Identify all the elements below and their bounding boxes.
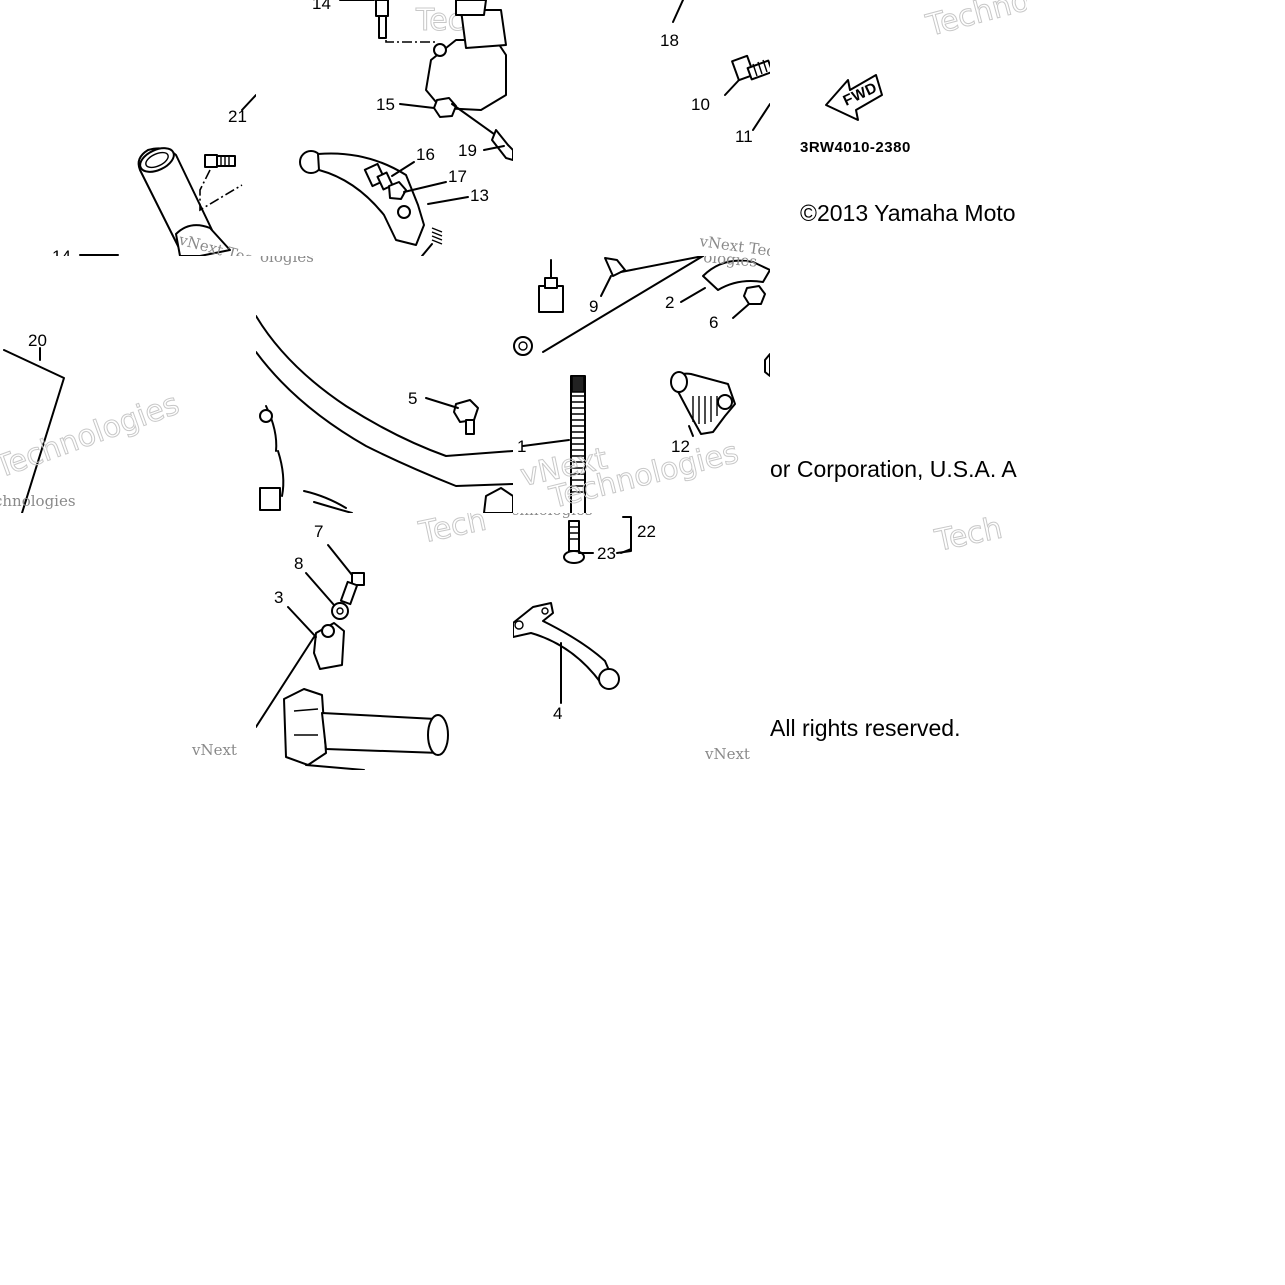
clamp-fragment-icon (483, 487, 513, 513)
throttle-holder-12-icon (670, 371, 736, 435)
watermark-fragment: ologies (703, 256, 758, 271)
watermark: Technologies (0, 387, 184, 486)
callout-7: 7 (314, 522, 323, 541)
washer-8-icon (331, 602, 349, 620)
callout-4: 4 (553, 704, 562, 723)
clutch-lever-13-icon (299, 150, 425, 246)
callout-20: 20 (28, 331, 47, 350)
holder-3-icon (313, 622, 345, 670)
callout-21: 21 (228, 107, 247, 126)
watermark: Techno (922, 0, 1027, 44)
tile-lower-left: vNext (0, 513, 256, 770)
callout-13: 13 (470, 186, 489, 205)
callout-9: 9 (589, 297, 598, 316)
callout-11: 11 (735, 127, 753, 146)
bolt-7-icon (339, 572, 365, 606)
callout-15: 15 (376, 95, 395, 114)
callout-18: 18 (660, 31, 679, 50)
wire-harness-icon (259, 405, 353, 513)
callout-16: 16 (416, 145, 435, 164)
wire-9-icon (604, 256, 704, 277)
watermark: Tech (415, 513, 489, 551)
switch-housing-icon (425, 0, 507, 111)
callout-23: 23 (597, 544, 616, 563)
watermark-brand: vNext Tec (697, 232, 770, 256)
nut-15-icon (433, 97, 457, 118)
tile-cable-tie: vNext Technologies ologies 9 2 6 1 12 (513, 256, 770, 513)
callout-14b: 14 (52, 247, 71, 256)
cable-adjuster-19-icon (451, 103, 513, 161)
callout-1: 1 (517, 437, 526, 456)
callout-17: 17 (448, 167, 467, 186)
callout-10: 10 (691, 95, 710, 114)
callout-22: 22 (637, 522, 656, 541)
tile-copyright-3: Tech All rights reserved. (770, 513, 1027, 770)
tile-clutch-lever: Tech (256, 0, 513, 256)
tile-handlebar: ologies 5 (256, 256, 513, 513)
tile-left-grip: vNext Tec 21 14 (0, 0, 256, 256)
bolt-23-icon (563, 520, 585, 564)
watermark-fragment: chnologies (513, 513, 593, 519)
tile-right-grip: Tech (256, 513, 513, 770)
handlebar-icon (256, 315, 513, 487)
clamp-2-icon (702, 259, 770, 305)
watermark: Tech (931, 513, 1005, 559)
tile-part-20: 20 Technologies chnologies (0, 256, 256, 513)
copyright-line-3: All rights reserved. (770, 715, 961, 741)
tile-right-top: vNext Tec 18 10 11 (513, 0, 770, 256)
left-grip-icon (137, 147, 231, 256)
callout-6: 6 (709, 313, 718, 332)
adjuster-spring-icon (431, 227, 443, 245)
callout-12: 12 (671, 437, 690, 456)
cable-tie-1-icon (570, 375, 586, 513)
tile-copyright-2: or Corporation, U.S.A. A (770, 256, 1027, 513)
callout-8: 8 (294, 554, 303, 573)
watermark-brand: vNext (704, 745, 750, 763)
watermark-fragment: chnologies (0, 492, 76, 510)
copyright-line-1: ©2013 Yamaha Moto (800, 200, 1016, 226)
tile-brake-lever: chnologies vNext 22 23 4 (513, 513, 770, 770)
nut-17-icon (388, 181, 407, 200)
callout-5: 5 (408, 389, 417, 408)
part-code: 3RW4010-2380 (800, 139, 911, 156)
connector-icon (538, 259, 564, 313)
bolt-14-icon (375, 0, 389, 39)
tile-fwd: Techno FWD 3RW4010-2380 ©2013 Yamaha Mot… (770, 0, 1027, 256)
bolt-5-icon (453, 399, 479, 435)
callout-19: 19 (458, 141, 477, 160)
copyright-line-2: or Corporation, U.S.A. A (770, 456, 1017, 482)
callout-14: 14 (312, 0, 331, 13)
brake-lever-4-icon (513, 602, 620, 690)
bolt-21-icon (204, 154, 236, 168)
watermark-brand: vNext (191, 741, 237, 759)
throttle-grip-icon (283, 688, 449, 766)
fwd-arrow-icon: FWD (825, 74, 883, 121)
bolt-10-icon (731, 54, 770, 82)
callout-3: 3 (274, 588, 283, 607)
watermark-fragment: ologies (260, 256, 314, 266)
callout-2: 2 (665, 293, 674, 312)
